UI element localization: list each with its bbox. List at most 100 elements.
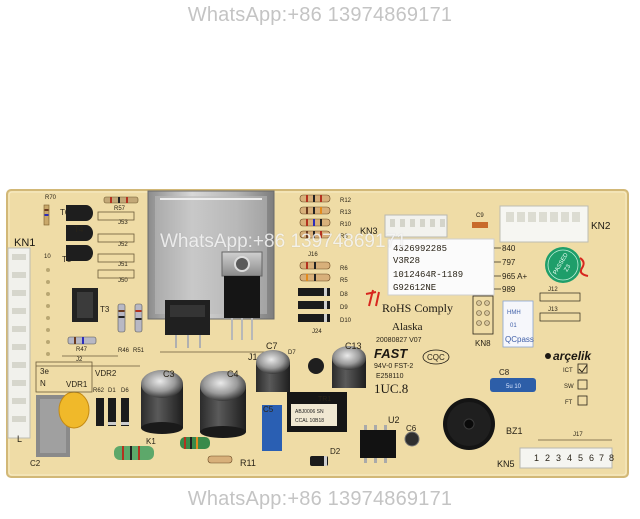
ref-j16: J16 bbox=[308, 252, 318, 258]
cap-c7 bbox=[256, 350, 290, 392]
cqc-mark: CQC bbox=[427, 353, 445, 362]
ref-d10: D10 bbox=[340, 318, 352, 324]
transistor-t4 bbox=[66, 225, 93, 241]
part-label-sticker bbox=[387, 238, 495, 296]
alaska-text: Alaska bbox=[392, 321, 423, 333]
passed-code: Z3 bbox=[564, 263, 573, 273]
cap-c5 bbox=[262, 405, 282, 451]
date-code: 20080827 V07 bbox=[376, 337, 422, 344]
ic-u2 bbox=[360, 430, 396, 458]
fast-logo: FAST bbox=[374, 346, 408, 361]
inductor-k1 bbox=[114, 446, 154, 460]
label-3e: 3e bbox=[40, 367, 49, 376]
ref-r6: R6 bbox=[340, 266, 348, 272]
ref-c9: C9 bbox=[476, 213, 484, 219]
ref-t3: T3 bbox=[100, 305, 110, 314]
ref-c3: C3 bbox=[163, 369, 175, 379]
relay-line1: ABJ0006 SN bbox=[295, 409, 324, 415]
passed-sticker: PASSED Z3 bbox=[545, 247, 581, 283]
ref-d1: D1 bbox=[108, 388, 116, 394]
cap-c4 bbox=[200, 371, 246, 438]
cap-c8 bbox=[490, 378, 536, 392]
qc-line2: 01 bbox=[510, 323, 517, 329]
ict-label: ICT bbox=[563, 368, 573, 374]
ref-bz1: BZ1 bbox=[506, 426, 523, 436]
relay-line2: CCAL 10B18 bbox=[295, 418, 324, 424]
ict-box bbox=[577, 363, 588, 374]
label-serial: 4326992285 bbox=[393, 244, 447, 254]
ref-j24: J24 bbox=[312, 329, 322, 335]
ref-d2: D2 bbox=[330, 447, 341, 456]
ref-r62: R62 bbox=[93, 388, 105, 394]
transistor-t6 bbox=[66, 205, 93, 221]
ref-k1: K1 bbox=[146, 437, 156, 446]
ref-d7: D7 bbox=[288, 350, 296, 356]
cert-number: E258110 bbox=[376, 373, 404, 380]
kn5-label: KN5 bbox=[497, 459, 515, 469]
stamp-code: 1UC.8 bbox=[374, 381, 408, 396]
cap-c3 bbox=[141, 370, 183, 434]
kn5-pin-4: 4 bbox=[567, 453, 572, 463]
ft-label: FT bbox=[565, 400, 573, 406]
mosfet-body bbox=[224, 276, 260, 318]
ref-c5: C5 bbox=[263, 405, 274, 414]
red-mark bbox=[365, 289, 380, 307]
kn5-pin-7: 7 bbox=[599, 453, 604, 463]
ref-r8: R8 bbox=[340, 234, 348, 240]
ref-d6: D6 bbox=[121, 388, 129, 394]
ref-vdr2: VDR2 bbox=[95, 369, 117, 378]
ref-j2: J2 bbox=[76, 357, 83, 363]
ref-j1: J1 bbox=[248, 352, 258, 362]
qc-line1: HMH bbox=[507, 310, 521, 316]
kn5-pin-5: 5 bbox=[578, 453, 583, 463]
silk-797: 797 bbox=[502, 258, 516, 267]
ref-d8: D8 bbox=[340, 292, 348, 298]
kn8-label: KN8 bbox=[475, 339, 491, 348]
ref-j17: J17 bbox=[573, 432, 583, 438]
ref-vdr1: VDR1 bbox=[66, 380, 88, 389]
label-rev: V3R28 bbox=[393, 256, 420, 266]
kn3-label: KN3 bbox=[360, 226, 378, 236]
kn2-connector bbox=[499, 205, 589, 243]
ref-r57: R57 bbox=[114, 206, 126, 212]
inductor bbox=[180, 437, 210, 449]
silk-989: 989 bbox=[502, 285, 516, 294]
ref-r5: R5 bbox=[340, 278, 348, 284]
resistor-stack-top bbox=[299, 194, 331, 239]
silk-965: 965 A+ bbox=[502, 272, 527, 281]
ref-r13: R13 bbox=[340, 210, 352, 216]
ref-j50: J50 bbox=[118, 278, 128, 284]
kn2-label: KN2 bbox=[591, 221, 611, 232]
l-label: L bbox=[17, 434, 22, 444]
diodes-d8-d10 bbox=[298, 288, 330, 322]
qc-label bbox=[502, 300, 534, 348]
label-n: N bbox=[40, 379, 46, 388]
ref-t6: T6 bbox=[60, 208, 70, 217]
cap-c8-text: 5u 10 bbox=[506, 384, 522, 390]
kn1-label: KN1 bbox=[14, 237, 35, 249]
ref-r47: R47 bbox=[76, 347, 88, 353]
kn8-header bbox=[472, 295, 494, 335]
ref-d9: D9 bbox=[340, 305, 348, 311]
ref-c4: C4 bbox=[227, 369, 239, 379]
ft-box bbox=[577, 395, 588, 406]
cap-c13 bbox=[332, 346, 366, 388]
kn5-pin-8: 8 bbox=[609, 453, 614, 463]
label-part: 1012464R-1189 bbox=[393, 270, 463, 280]
ref-c13: C13 bbox=[345, 341, 362, 351]
material-text: 94V-0 FST-2 bbox=[374, 363, 413, 370]
kn5-pin-6: 6 bbox=[589, 453, 594, 463]
ref-r12: R12 bbox=[340, 198, 352, 204]
rohs-text: RoHS Comply bbox=[382, 301, 453, 315]
ref-r70: R70 bbox=[45, 195, 57, 201]
ref-j12: J12 bbox=[548, 287, 558, 293]
kn5-pin-3: 3 bbox=[556, 453, 561, 463]
kn5-pin-2: 2 bbox=[545, 453, 550, 463]
ref-j13: J13 bbox=[548, 307, 558, 313]
transistor-t5 bbox=[66, 245, 93, 261]
watermark-bottom: WhatsApp:+86 13974869171 bbox=[187, 488, 453, 510]
ref-j52: J52 bbox=[118, 242, 128, 248]
ref-c6: C6 bbox=[406, 424, 417, 433]
watermark-top: WhatsApp:+86 13974869171 bbox=[187, 4, 453, 26]
